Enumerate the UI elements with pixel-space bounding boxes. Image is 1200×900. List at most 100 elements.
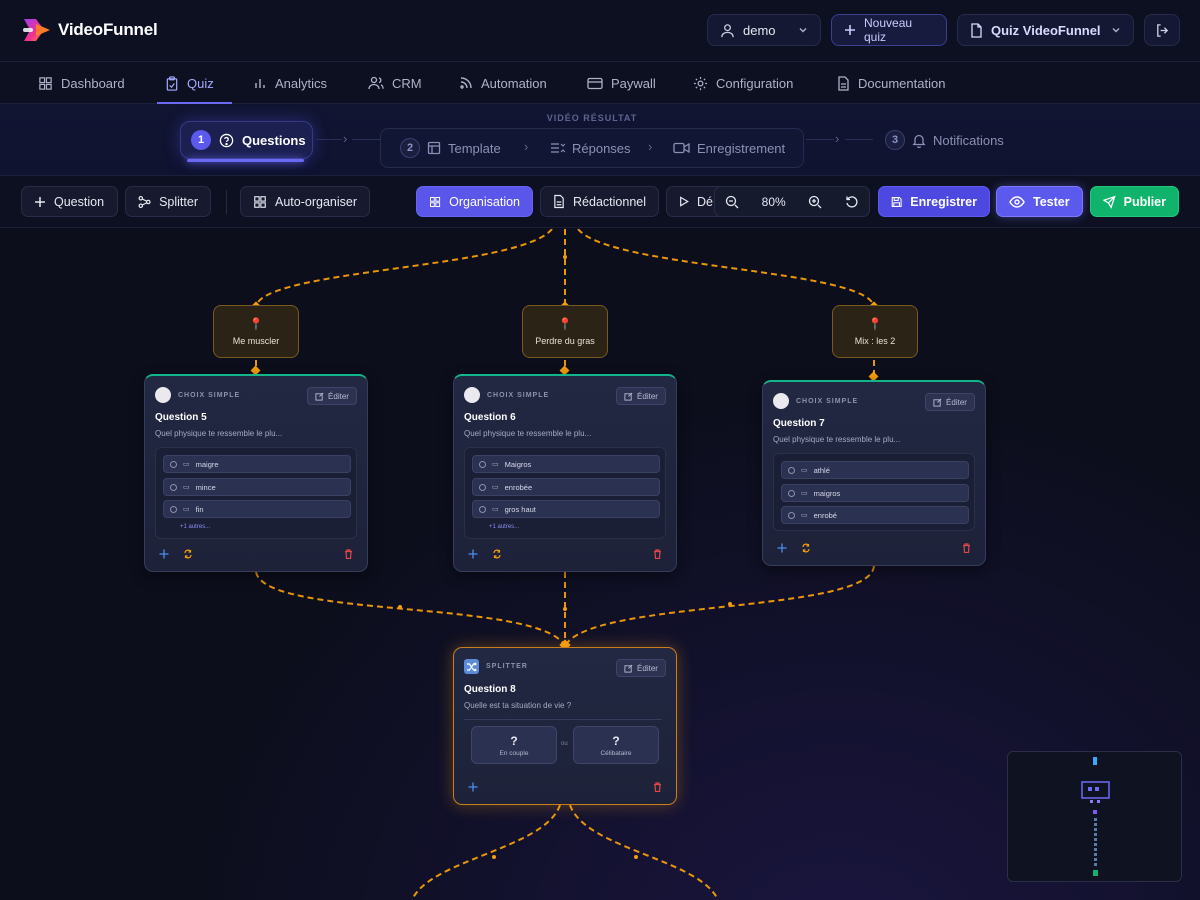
option-label: gros haut [504, 504, 536, 514]
trash-icon[interactable] [962, 543, 971, 553]
logout-icon [1156, 23, 1168, 37]
move-icon[interactable] [777, 543, 787, 553]
auto-organize-button[interactable]: Auto-organiser [240, 186, 370, 217]
edit-button[interactable]: Éditer [307, 387, 357, 405]
logo[interactable]: VideoFunnel [22, 16, 158, 44]
question-card[interactable]: CHOIX SIMPLE Éditer Question 5 Quel phys… [144, 374, 368, 572]
edit-label: Éditer [946, 397, 967, 407]
eye-icon [1009, 195, 1025, 208]
step-connector [845, 139, 873, 140]
repeat-icon[interactable] [183, 549, 193, 559]
nav-item-dashboard[interactable]: Dashboard [38, 62, 125, 104]
question-title: Question 5 [155, 412, 207, 423]
condition-node[interactable]: 📍 Mix : les 2 [832, 305, 918, 358]
step-enregistrement[interactable]: Enregistrement [673, 128, 785, 168]
chevron-down-icon [799, 28, 807, 33]
option-item[interactable]: ▭athlé [781, 461, 969, 479]
zoom-out-icon[interactable] [725, 195, 739, 209]
option-item[interactable]: ▭fin [163, 500, 351, 518]
question-card[interactable]: CHOIX SIMPLE Éditer Question 6 Quel phys… [453, 374, 677, 572]
move-icon[interactable] [468, 549, 478, 559]
edit-button[interactable]: Éditer [616, 387, 666, 405]
branch-option[interactable]: ? En couple [471, 726, 557, 764]
new-quiz-button[interactable]: Nouveau quiz [831, 14, 947, 46]
step-reponses[interactable]: Réponses [550, 128, 631, 168]
splitter-card[interactable]: SPLITTER Éditer Question 8 Quelle est ta… [453, 647, 677, 805]
flow-canvas[interactable]: 📍 Me muscler 📍 Perdre du gras 📍 Mix : le… [0, 229, 1200, 900]
publish-label: Publier [1123, 194, 1166, 209]
publish-button[interactable]: Publier [1090, 186, 1179, 217]
splitter-label: Splitter [159, 194, 198, 209]
move-icon[interactable] [159, 549, 169, 559]
add-splitter-button[interactable]: Splitter [125, 186, 211, 217]
edit-button[interactable]: Éditer [925, 393, 975, 411]
question-text: Quelle est ta situation de vie ? [464, 701, 572, 710]
question-title: Question 7 [773, 418, 825, 429]
play-icon [680, 196, 689, 207]
test-label: Tester [1033, 194, 1070, 209]
question-type: CHOIX SIMPLE [796, 397, 859, 405]
nav-item-analytics[interactable]: Analytics [253, 62, 327, 104]
option-item[interactable]: ▭enrobé [781, 506, 969, 524]
chevron-right-icon: › [524, 139, 529, 154]
question-card[interactable]: CHOIX SIMPLE Éditer Question 7 Quel phys… [762, 380, 986, 566]
trash-icon[interactable] [344, 549, 353, 559]
edit-button[interactable]: Éditer [616, 659, 666, 677]
option-item[interactable]: ▭maigre [163, 455, 351, 473]
trash-icon[interactable] [653, 782, 662, 792]
nav-item-automation[interactable]: Automation [459, 62, 547, 104]
reset-zoom-icon[interactable] [845, 195, 859, 209]
logout-button[interactable] [1144, 14, 1180, 46]
nav-item-label: Quiz [187, 75, 214, 91]
repeat-icon[interactable] [801, 543, 811, 553]
zoom-in-icon[interactable] [808, 195, 822, 209]
condition-node[interactable]: 📍 Perdre du gras [522, 305, 608, 358]
option-item[interactable]: ▭mince [163, 478, 351, 496]
document-icon [971, 22, 982, 38]
step-label: Template [448, 140, 501, 156]
condition-node[interactable]: 📍 Me muscler [213, 305, 299, 358]
nav-item-crm[interactable]: CRM [368, 62, 422, 104]
add-question-button[interactable]: Question [21, 186, 118, 217]
nav-item-paywall[interactable]: Paywall [587, 62, 656, 104]
organisation-view-button[interactable]: Organisation [416, 186, 533, 217]
test-button[interactable]: Tester [996, 186, 1083, 217]
video-icon: ▭ [492, 484, 499, 491]
radio-icon [170, 483, 177, 491]
main-nav: Dashboard Quiz Analytics CRM Automation … [0, 62, 1200, 104]
minimap[interactable] [1007, 751, 1182, 882]
nav-item-configuration[interactable]: Configuration [693, 62, 793, 104]
trash-icon[interactable] [653, 549, 662, 559]
save-button[interactable]: Enregistrer [878, 186, 990, 217]
grid-icon [430, 196, 441, 207]
nav-item-quiz[interactable]: Quiz [157, 62, 232, 104]
step-notifications[interactable]: 3 Notifications [885, 120, 1004, 160]
option-item[interactable]: ▭maigros [781, 484, 969, 502]
branch-option[interactable]: ? Célibataire [573, 726, 659, 764]
branch-mark: ? [612, 733, 620, 748]
zoom-controls: 80% [714, 186, 870, 217]
or-label: ou [561, 741, 568, 747]
gear-icon [693, 76, 708, 90]
user-menu[interactable]: demo [707, 14, 821, 46]
nav-item-label: Documentation [858, 75, 946, 91]
nav-item-documentation[interactable]: Documentation [837, 62, 945, 104]
document-text-icon [554, 194, 564, 209]
quiz-selector[interactable]: Quiz VideoFunnel [957, 14, 1134, 46]
option-item[interactable]: ▭enrobée [472, 478, 660, 496]
step-number: 1 [191, 130, 211, 150]
layout-icon [427, 141, 441, 155]
move-icon[interactable] [468, 782, 478, 792]
credit-card-icon [587, 77, 603, 89]
repeat-icon[interactable] [492, 549, 502, 559]
redactionnel-view-button[interactable]: Rédactionnel [540, 186, 659, 217]
option-item[interactable]: ▭Maigros [472, 455, 660, 473]
video-icon: ▭ [183, 506, 190, 513]
step-connector [352, 139, 380, 140]
editor-toolbar: Question Splitter Auto-organiser Organis… [0, 176, 1200, 228]
zoom-level: 80% [761, 194, 786, 209]
step-questions[interactable]: 1 Questions [180, 121, 313, 162]
step-template[interactable]: 2 Template [400, 128, 501, 168]
option-item[interactable]: ▭gros haut [472, 500, 660, 518]
minimap-preview [1081, 757, 1110, 876]
